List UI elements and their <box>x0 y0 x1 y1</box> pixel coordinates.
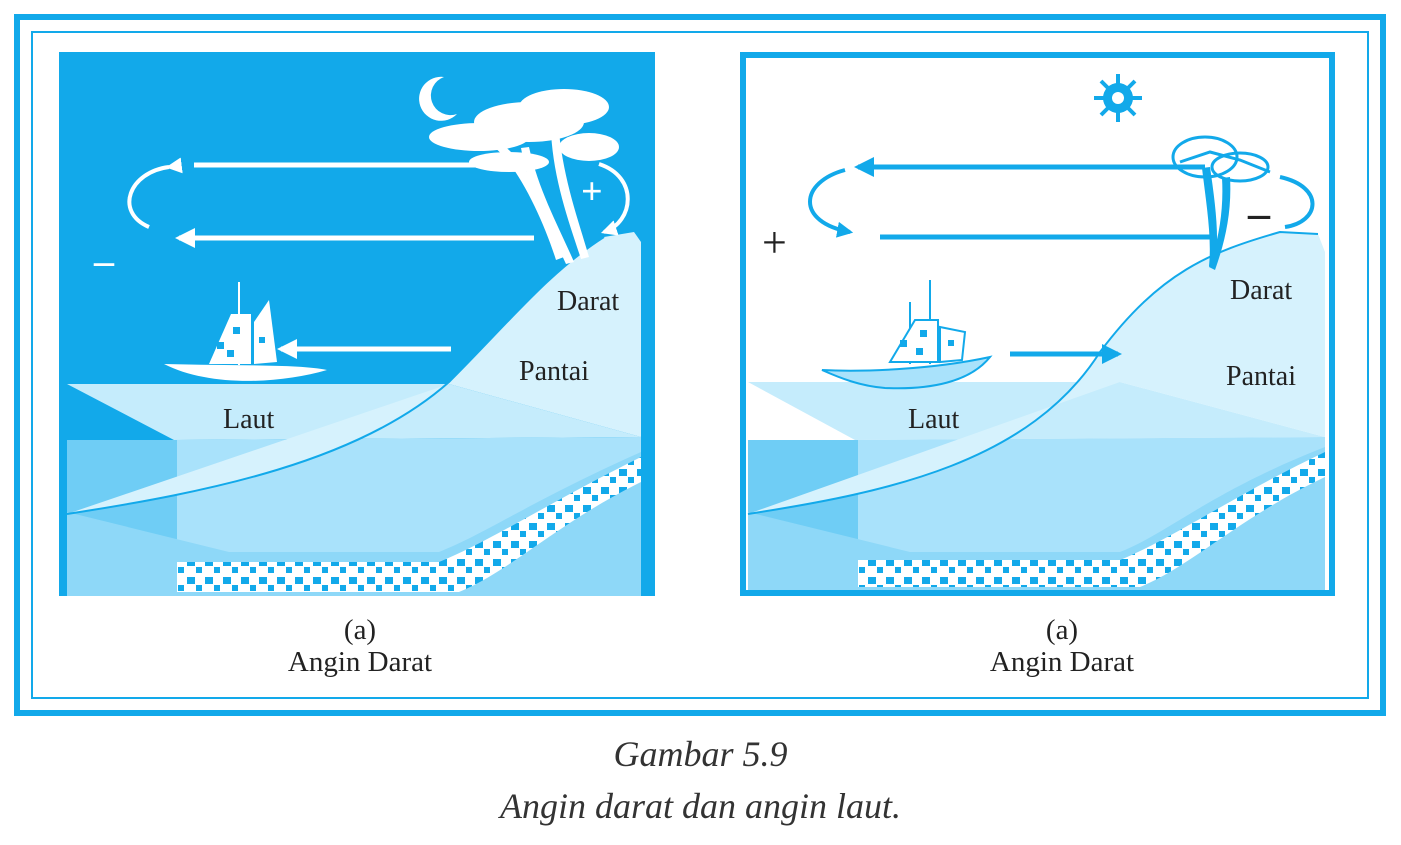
sea-surface <box>67 384 641 440</box>
label-darat: Darat <box>1230 275 1292 306</box>
land-outline <box>66 236 605 515</box>
sun-icon <box>1094 74 1142 122</box>
crescent-moon-icon <box>419 76 457 121</box>
left-circulation-arrow <box>127 157 183 229</box>
sediment-layer <box>177 457 641 592</box>
boat-icon <box>821 280 993 390</box>
label-laut: Laut <box>223 404 275 435</box>
label-pantai: Pantai <box>519 356 589 387</box>
figure-number: Gambar 5.9 <box>613 734 788 774</box>
palm-tree-icon <box>1171 135 1271 270</box>
pressure-sign-left: + <box>762 218 787 267</box>
panel-a-title: Angin Darat <box>287 646 433 678</box>
figure-frame <box>14 14 1386 716</box>
panel-a-sublabel: (a) <box>343 614 377 646</box>
pressure-sign-right: + <box>581 171 603 213</box>
right-circulation-arrow <box>1279 175 1315 229</box>
label-darat: Darat <box>557 286 619 317</box>
panel-a-land-breeze-diagram: – + Darat Pantai Laut <box>59 52 655 596</box>
label-laut: Laut <box>908 404 960 435</box>
panel-b-sea-breeze-diagram: + – Darat Pantai Laut <box>740 52 1335 596</box>
pressure-sign-right: – <box>1247 189 1271 238</box>
land-slope <box>67 232 641 514</box>
left-circulation-arrow <box>808 168 854 238</box>
right-circulation-arrow <box>598 162 630 236</box>
sediment-layer <box>858 452 1325 587</box>
boat-icon <box>164 282 327 381</box>
figure-title: Angin darat dan angin laut. <box>499 786 901 826</box>
panel-b-caption: (a) Angin Darat <box>912 614 1212 678</box>
label-pantai: Pantai <box>1226 361 1296 392</box>
land-slope <box>748 232 1325 514</box>
panel-b-title: Angin Darat <box>989 646 1135 678</box>
panel-b-sublabel: (a) <box>1045 614 1079 646</box>
figure-inner-frame <box>31 31 1369 699</box>
pressure-sign-left: – <box>93 238 115 283</box>
panel-a-caption: (a) Angin Darat <box>210 614 510 678</box>
sea-surface <box>748 382 1325 440</box>
